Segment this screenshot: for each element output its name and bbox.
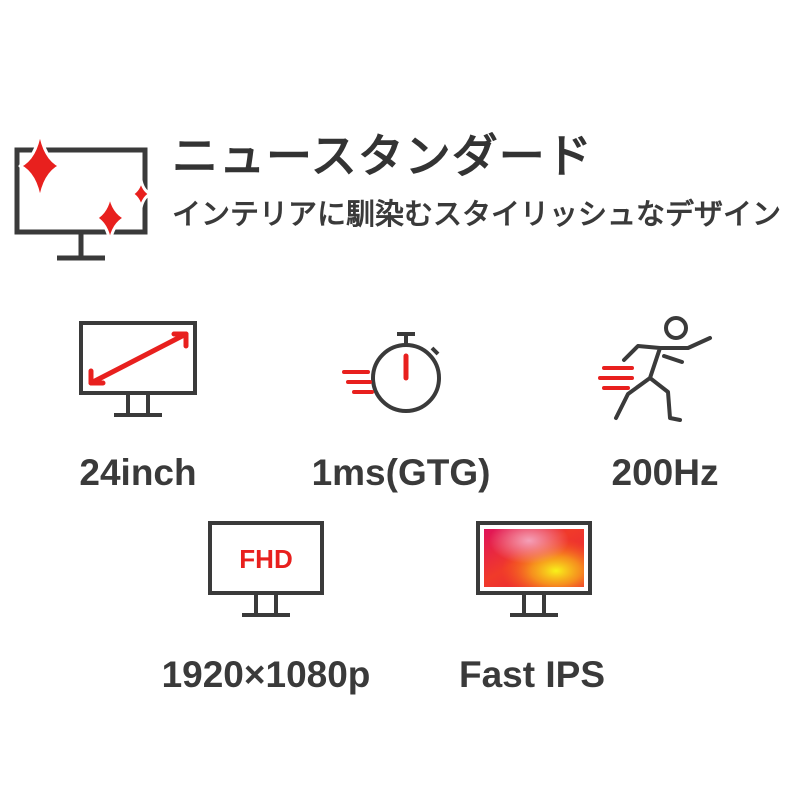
page-subtitle: インテリアに馴染むスタイリッシュなデザイン [172, 197, 782, 231]
feature-label-resolution: 1920×1080p [161, 654, 371, 695]
stopwatch-icon [342, 332, 441, 413]
ips-monitor-icon [476, 521, 592, 617]
sparkle-monitor-icon [14, 129, 152, 261]
running-person-icon [598, 316, 712, 422]
fhd-monitor-icon: FHD [208, 521, 324, 617]
fhd-badge: FHD [239, 544, 292, 574]
feature-label-response: 1ms(GTG) [311, 452, 491, 493]
monitor-size-icon [79, 321, 197, 417]
feature-label-panel: Fast IPS [459, 654, 605, 695]
feature-label-size: 24inch [79, 452, 197, 493]
feature-label-refresh: 200Hz [611, 452, 719, 493]
page-title: ニュースタンダード [172, 129, 593, 183]
